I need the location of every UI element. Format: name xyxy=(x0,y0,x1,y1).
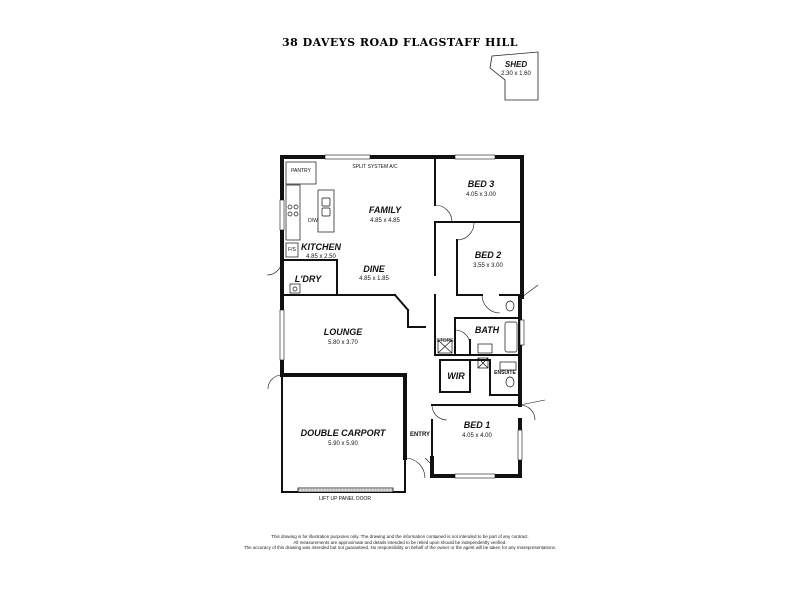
bed1-size: 4.05 x 4.00 xyxy=(462,433,492,439)
disclaimer-line: This drawing is for illustration purpose… xyxy=(271,534,529,539)
wir-name: WIR xyxy=(447,371,465,381)
bath-name: BATH xyxy=(475,325,500,335)
bed3-name: BED 3 xyxy=(468,179,495,189)
room-family: FAMILY 4.85 x 4.85 xyxy=(369,205,402,224)
shed-name: SHED xyxy=(505,60,527,69)
interior-walls xyxy=(281,156,523,459)
kitchen-fixtures xyxy=(285,161,335,294)
shed: SHED 2.30 x 1.60 xyxy=(489,51,539,101)
ensuite-toilet xyxy=(505,376,515,388)
exterior-walls xyxy=(280,155,524,478)
kitchen-name: KITCHEN xyxy=(301,242,341,252)
kitchen-size: 4.85 x 2.50 xyxy=(306,254,336,260)
kitchen-bench xyxy=(285,184,301,241)
pantry xyxy=(285,161,317,185)
lounge-size: 5.80 x 3.70 xyxy=(328,340,358,346)
ensuite-shower xyxy=(477,357,489,369)
room-store: STORE xyxy=(436,338,454,344)
carport-size: 5.90 x 5.90 xyxy=(328,441,358,447)
room-dine: DINE 4.85 x 1.85 xyxy=(359,264,389,282)
room-wir: WIR xyxy=(447,371,465,381)
plan-title: 38 DAVEYS ROAD FLAGSTAFF HILL xyxy=(281,36,519,49)
split-system-label: SPLIT SYSTEM A/C xyxy=(352,164,398,170)
vanity xyxy=(477,343,493,354)
bed2-size: 3.55 x 3.00 xyxy=(473,263,503,269)
room-bed3: BED 3 4.05 x 3.00 xyxy=(466,179,496,198)
bed2-name: BED 2 xyxy=(475,250,502,260)
room-bed1: BED 1 4.05 x 4.00 xyxy=(462,420,492,439)
room-ensuite: ENSUITE xyxy=(494,370,516,376)
kitchen-island xyxy=(317,189,335,233)
lounge-name: LOUNGE xyxy=(324,327,363,337)
carport-outline xyxy=(281,374,406,493)
room-lounge: LOUNGE 5.80 x 3.70 xyxy=(324,327,363,346)
door-swings xyxy=(266,204,546,479)
disclaimer-line: All measurements are approximate and det… xyxy=(293,539,507,545)
room-bath: BATH xyxy=(475,325,500,335)
dine-size: 4.85 x 1.85 xyxy=(359,276,389,282)
room-entry: ENTRY xyxy=(410,432,430,438)
carport-name: DOUBLE CARPORT xyxy=(301,428,387,438)
bath-tub xyxy=(504,321,518,353)
shed-size: 2.30 x 1.60 xyxy=(501,71,531,77)
room-carport: DOUBLE CARPORT 5.90 x 5.90 xyxy=(301,428,387,447)
pantry-label: PANTRY xyxy=(291,168,311,174)
laundry-name: L'DRY xyxy=(295,274,322,284)
disclaimer-line: The accuracy of this drawing was intende… xyxy=(243,545,557,550)
bed3-size: 4.05 x 3.00 xyxy=(466,192,496,198)
store-name: STORE xyxy=(436,338,454,344)
bathroom-fixtures xyxy=(437,300,518,388)
ensuite-vanity xyxy=(499,361,517,371)
bed1-name: BED 1 xyxy=(464,420,491,430)
dishwasher-label: D/W xyxy=(308,218,318,224)
toilet xyxy=(505,300,515,312)
disclaimer: This drawing is for illustration purpose… xyxy=(230,534,570,551)
family-name: FAMILY xyxy=(369,205,402,215)
garage-door-label: LIFT UP PANEL DOOR xyxy=(319,496,371,502)
fridge-space xyxy=(285,242,299,258)
dine-name: DINE xyxy=(363,264,385,274)
room-laundry: L'DRY xyxy=(295,274,322,284)
entry-name: ENTRY xyxy=(410,432,430,438)
room-kitchen: KITCHEN 4.85 x 2.50 xyxy=(301,242,341,260)
ensuite-name: ENSUITE xyxy=(494,370,516,376)
laundry-tub xyxy=(289,283,301,294)
family-size: 4.85 x 4.85 xyxy=(370,218,400,224)
store-cupboard xyxy=(437,339,453,354)
fridge-label: F/S xyxy=(288,247,296,253)
room-bed2: BED 2 3.55 x 3.00 xyxy=(473,250,503,269)
windows xyxy=(279,154,525,479)
